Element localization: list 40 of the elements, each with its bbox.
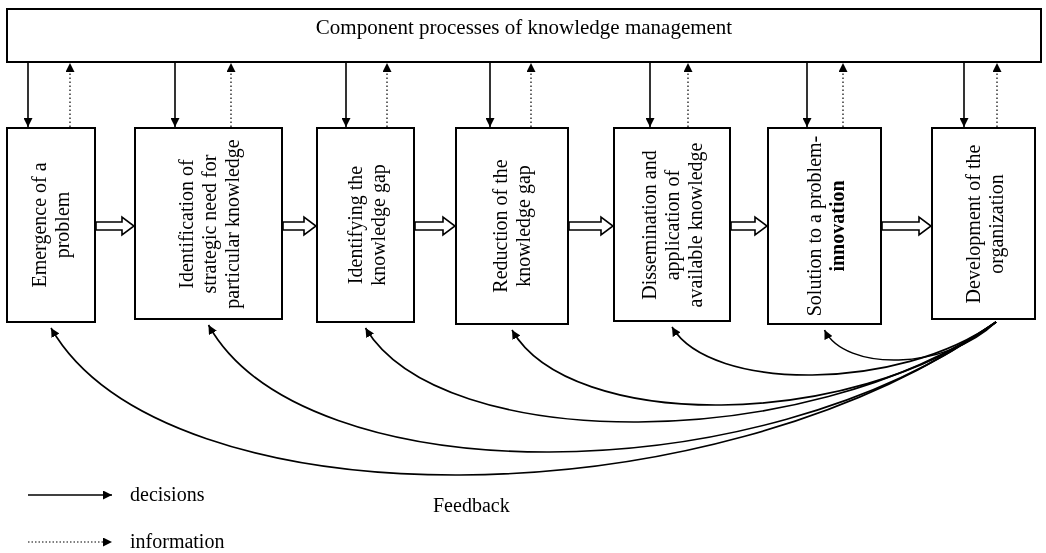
arrow [170, 62, 180, 128]
legend-label: information [130, 530, 225, 553]
arrow [823, 321, 997, 361]
arrow [959, 62, 969, 128]
hollow-arrow [568, 215, 615, 237]
hollow-arrow [282, 215, 318, 237]
process-label: Solution to a problem-innovation [801, 134, 848, 318]
header-box [6, 8, 1042, 63]
process-box [767, 127, 882, 325]
hollow-arrow [730, 215, 769, 237]
dotted-arrow [526, 62, 536, 128]
dotted-arrow [226, 62, 236, 128]
dotted-arrow [382, 62, 392, 128]
process-box [613, 127, 731, 322]
hollow-arrow [881, 215, 933, 237]
dotted-arrow [65, 62, 75, 128]
process-box [316, 127, 415, 323]
process-box [931, 127, 1036, 320]
arrow [23, 62, 33, 128]
process-label: Identification of strategic need for particular knowledge [174, 137, 243, 311]
process-box [6, 127, 96, 323]
process-label: Dissemination and application of available knowledge [637, 141, 707, 309]
dotted-arrow [992, 62, 1002, 128]
arrow [645, 62, 655, 128]
arrow [341, 62, 351, 128]
process-label: Development of the organization [960, 143, 1007, 305]
header-text: Component processes of knowledge management [315, 15, 733, 40]
dotted-arrow [683, 62, 693, 128]
process-label: Emergence of a problem [28, 161, 74, 290]
process-label: Reduction of the knowledge gap [489, 158, 535, 295]
process-label: Identifying the knowledge gap [342, 163, 389, 288]
hollow-arrow [414, 215, 457, 237]
dotted-arrow [838, 62, 848, 128]
hollow-arrow [95, 215, 136, 237]
arrow [485, 62, 495, 128]
arrow [802, 62, 812, 128]
feedback-label: Feedback [433, 494, 510, 517]
legend-label: decisions [130, 483, 205, 506]
process-box [134, 127, 283, 320]
process-box [455, 127, 569, 325]
